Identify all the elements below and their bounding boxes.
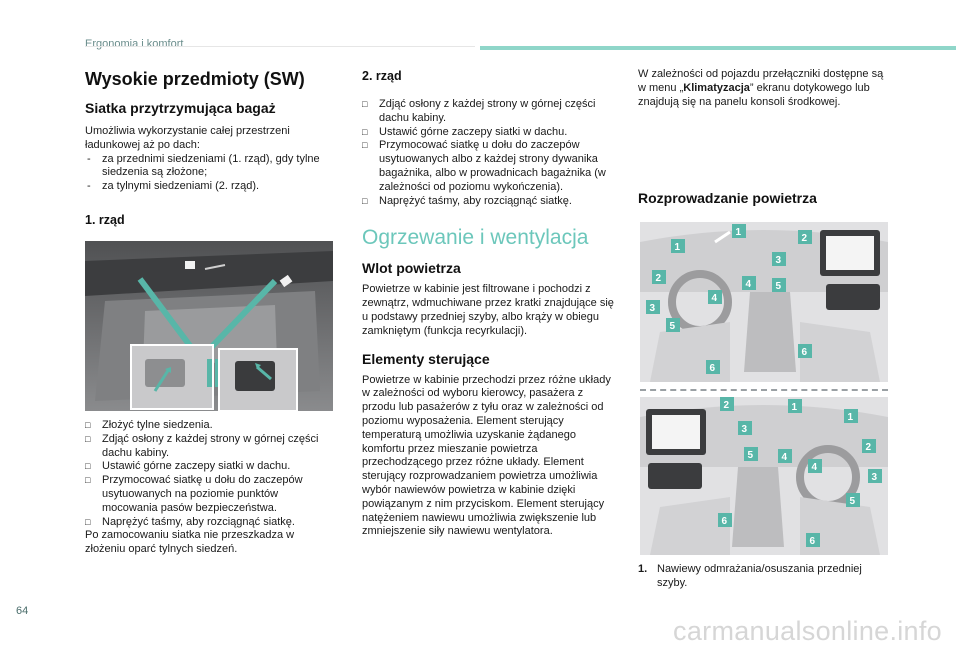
list-item: Ustawić górne zaczepy siatki w dachu. bbox=[85, 460, 333, 474]
row2-step-list: Zdjąć osłony z każdej strony w górnej cz… bbox=[362, 98, 614, 208]
section-header: Ergonomia i komfort bbox=[85, 38, 184, 50]
legend-text: Nawiewy odmrażania/osuszania przedniej s… bbox=[657, 563, 862, 589]
column-3: W zależności od pojazdu przełączniki dos… bbox=[638, 68, 888, 207]
list-item: Naprężyć taśmy, aby rozciągnąć siatkę. bbox=[85, 516, 333, 530]
row1-instructions: Złożyć tylne siedzenia. Zdjąć osłony z k… bbox=[85, 419, 333, 557]
svg-text:2: 2 bbox=[866, 442, 872, 453]
title-high-objects: Wysokie przedmioty (SW) bbox=[85, 69, 305, 89]
svg-text:4: 4 bbox=[712, 293, 718, 304]
header-rule bbox=[85, 46, 475, 47]
dashboard-diagram-lhd: 1 1 2 2 3 3 4 4 5 5 6 6 bbox=[640, 222, 888, 382]
svg-text:2: 2 bbox=[724, 400, 730, 411]
row1-heading: 1. rząd bbox=[85, 212, 125, 227]
svg-text:4: 4 bbox=[782, 452, 788, 463]
climate-menu-note: W zależności od pojazdu przełączniki dos… bbox=[638, 68, 884, 108]
row1-closing-note: Po zamocowaniu siatka nie przeszkadza w … bbox=[85, 529, 295, 556]
trunk-illustration bbox=[85, 241, 333, 411]
air-inlet-heading: Wlot powietrza bbox=[362, 260, 461, 277]
svg-text:3: 3 bbox=[776, 255, 782, 266]
climate-menu-name: Klimatyzacja bbox=[683, 81, 750, 94]
dashboard-diagram-rhd: 2 1 1 3 2 4 5 4 3 5 6 6 bbox=[640, 397, 888, 555]
callout-badges: 2 1 1 3 2 4 5 4 3 5 6 6 bbox=[718, 397, 882, 547]
heating-title: Ogrzewanie i wentylacja bbox=[362, 226, 589, 250]
svg-text:6: 6 bbox=[802, 347, 808, 358]
legend-number: 1. bbox=[638, 563, 648, 575]
svg-text:6: 6 bbox=[722, 516, 728, 527]
list-item: Przymocować siatkę u dołu do zaczepów us… bbox=[85, 474, 333, 515]
svg-text:1: 1 bbox=[848, 412, 854, 423]
controls-text: Powietrze w kabinie przechodzi przez róż… bbox=[362, 373, 611, 538]
svg-text:6: 6 bbox=[810, 536, 816, 547]
list-item: za przednimi siedzeniami (1. rząd), gdy … bbox=[85, 153, 330, 181]
svg-text:5: 5 bbox=[850, 496, 856, 507]
net-intro: Umożliwia wykorzystanie całej przestrzen… bbox=[85, 125, 290, 151]
list-item: Przymocować siatkę u dołu do zaczepów us… bbox=[362, 139, 614, 194]
net-position-list: za przednimi siedzeniami (1. rząd), gdy … bbox=[85, 153, 330, 194]
svg-text:3: 3 bbox=[742, 424, 748, 435]
svg-text:5: 5 bbox=[670, 321, 676, 332]
diagram-separator bbox=[640, 389, 888, 391]
watermark: carmanualsonline.info bbox=[673, 616, 942, 646]
legend: 1. Nawiewy odmrażania/osuszania przednie… bbox=[638, 563, 888, 591]
controls-heading: Elementy sterujące bbox=[362, 350, 490, 367]
svg-text:1: 1 bbox=[675, 242, 681, 253]
svg-text:3: 3 bbox=[872, 472, 878, 483]
svg-text:2: 2 bbox=[656, 273, 662, 284]
row1-step-list: Złożyć tylne siedzenia. Zdjąć osłony z k… bbox=[85, 419, 333, 529]
list-item: Złożyć tylne siedzenia. bbox=[85, 419, 333, 433]
svg-text:1: 1 bbox=[792, 402, 798, 413]
svg-text:1: 1 bbox=[736, 227, 742, 238]
header-accent-bar bbox=[480, 46, 956, 50]
svg-text:6: 6 bbox=[710, 363, 716, 374]
list-item: Zdjąć osłony z każdej strony w górnej cz… bbox=[362, 98, 614, 126]
callout-badges: 1 1 2 2 3 3 4 4 5 5 6 6 bbox=[646, 224, 812, 374]
page-number: 64 bbox=[16, 605, 29, 617]
svg-text:5: 5 bbox=[748, 450, 754, 461]
row2-heading: 2. rząd bbox=[362, 69, 402, 83]
legend-item-1: 1. Nawiewy odmrażania/osuszania przednie… bbox=[638, 563, 888, 591]
svg-text:5: 5 bbox=[776, 281, 782, 292]
list-item: Naprężyć taśmy, aby rozciągnąć siatkę. bbox=[362, 195, 614, 209]
trunk-net-photo bbox=[85, 241, 333, 411]
list-item: Ustawić górne zaczepy siatki w dachu. bbox=[362, 126, 614, 140]
svg-text:2: 2 bbox=[802, 233, 808, 244]
air-distribution-heading: Rozprowadzanie powietrza bbox=[638, 190, 817, 207]
air-inlet-text: Powietrze w kabinie jest filtrowane i po… bbox=[362, 283, 614, 337]
column-2: 2. rząd Zdjąć osłony z każdej strony w g… bbox=[362, 68, 614, 539]
list-item: za tylnymi siedzeniami (2. rząd). bbox=[85, 180, 330, 194]
svg-text:3: 3 bbox=[650, 303, 656, 314]
subtitle-luggage-net: Siatka przytrzymująca bagaż bbox=[85, 100, 276, 116]
svg-text:4: 4 bbox=[746, 279, 752, 290]
list-item: Zdjąć osłony z każdej strony w górnej cz… bbox=[85, 433, 333, 461]
column-1: Wysokie przedmioty (SW) Siatka przytrzym… bbox=[85, 68, 330, 228]
svg-text:4: 4 bbox=[812, 462, 818, 473]
